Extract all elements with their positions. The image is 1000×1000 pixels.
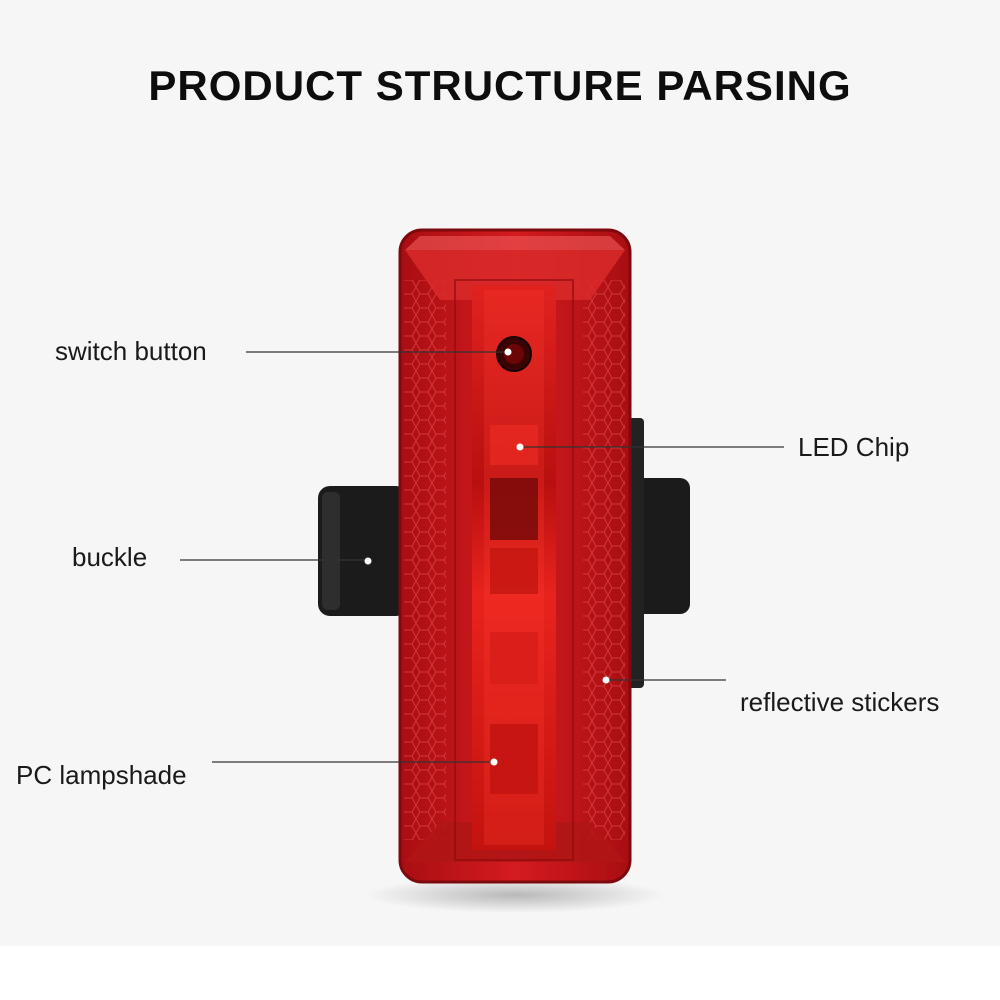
marker-dot-reflective-stickers <box>602 676 610 684</box>
top-bevel-highlight <box>405 236 625 250</box>
label-pc-lampshade: PC lampshade <box>16 760 187 790</box>
led-chip-block <box>490 632 538 684</box>
label-reflective-stickers: reflective stickers <box>740 687 940 717</box>
led-chip-block <box>490 478 538 540</box>
buckle-strap-left <box>318 486 408 616</box>
led-chip-block <box>490 425 538 465</box>
reflective-panel-left <box>404 280 446 840</box>
page-title: PRODUCT STRUCTURE PARSING <box>148 62 852 109</box>
marker-dot-led-chip <box>516 443 524 451</box>
label-buckle: buckle <box>72 542 148 572</box>
marker-dot-switch-button <box>504 348 512 356</box>
label-switch-button: switch button <box>55 336 207 366</box>
reflective-panel-right <box>583 280 625 840</box>
marker-dot-buckle <box>364 557 372 565</box>
led-chip-block <box>490 724 538 794</box>
lens-edge <box>398 228 632 884</box>
top-bevel <box>405 250 625 300</box>
marker-dots <box>364 348 610 766</box>
leader-lines <box>180 351 784 763</box>
inner-frame <box>454 279 574 861</box>
buckle-strap-left-highlight <box>322 492 340 610</box>
label-led-chip: LED Chip <box>798 432 910 462</box>
marker-dot-pc-lampshade <box>490 758 498 766</box>
ground-shadow <box>365 877 665 913</box>
led-chip-block <box>490 548 538 594</box>
